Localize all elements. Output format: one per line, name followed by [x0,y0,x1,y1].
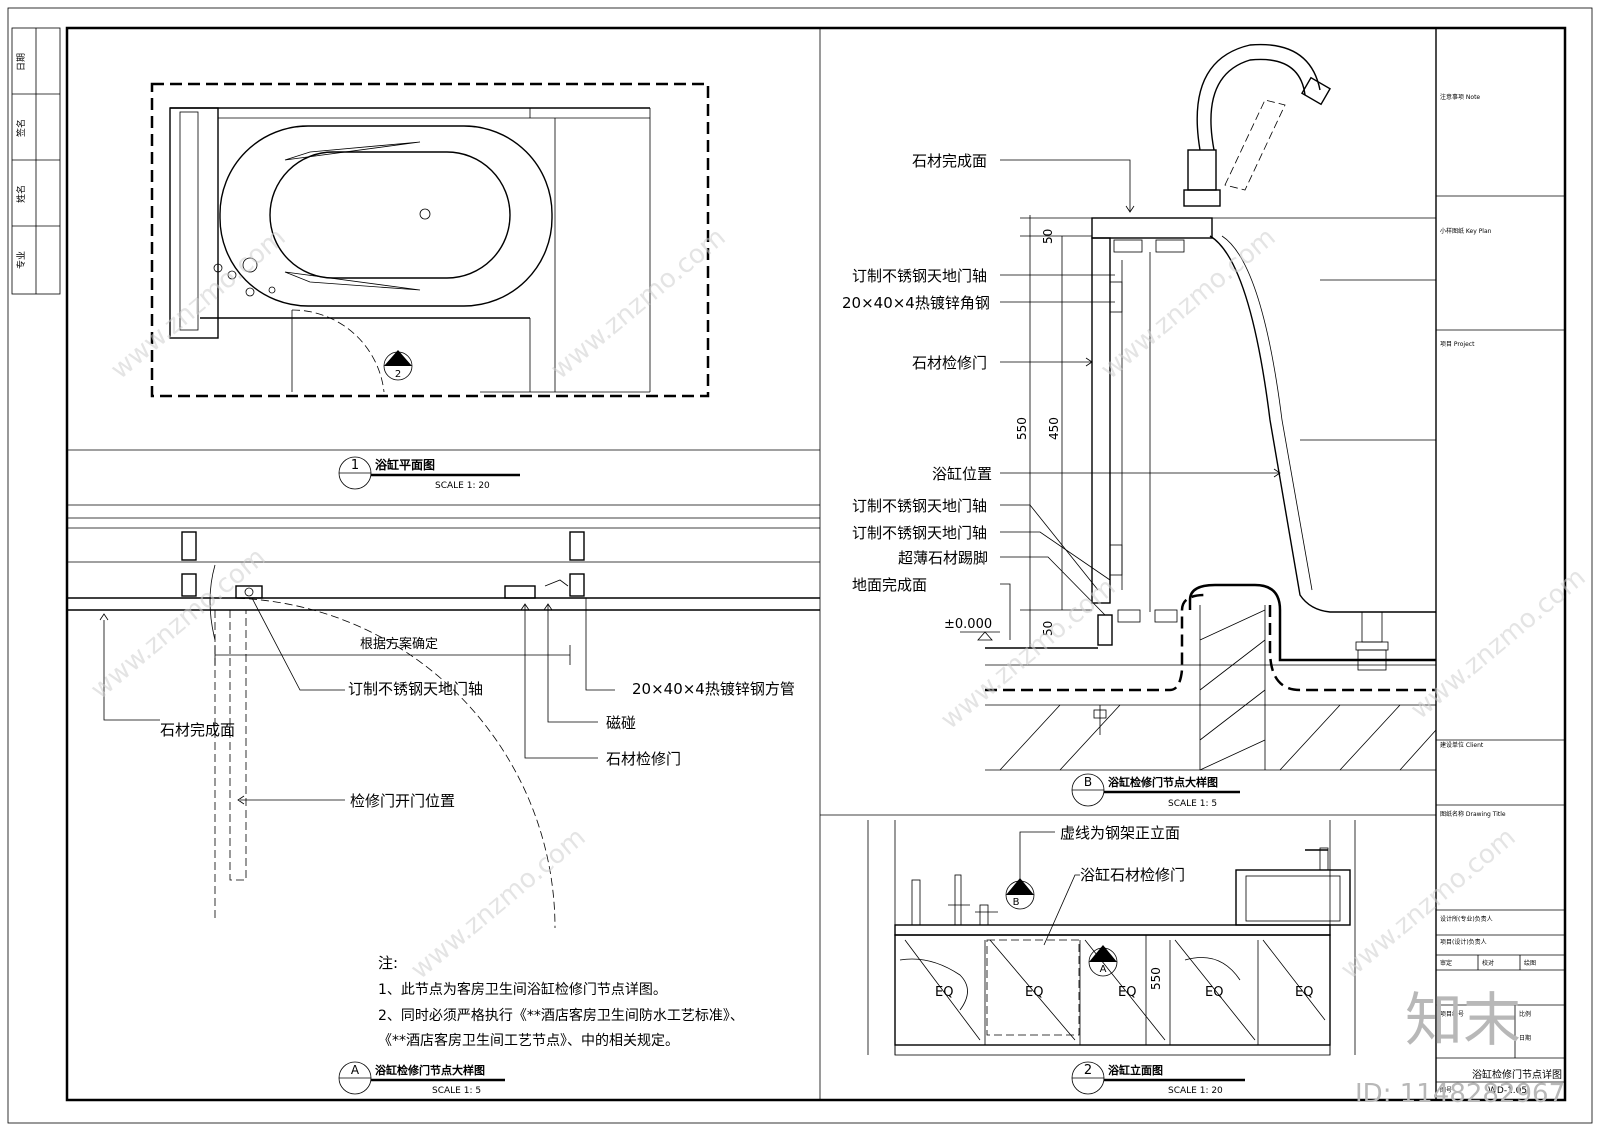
strip-label-date: 日期 [16,53,27,71]
elevation-eq-1: EQ [935,985,953,1000]
detail-a-label-tube: 20×40×4热镀锌钢方管 [632,680,795,698]
detail-a-label-door: 石材检修门 [606,750,681,768]
detail-b-scale: SCALE 1: 5 [1168,799,1217,809]
detail-b-label-hinge-1: 订制不锈钢天地门轴 [852,267,987,285]
plan-dashed-boundary [150,82,710,398]
elevation-title: 浴缸立面图 [1108,1063,1163,1077]
detail-a-label-according: 根据方案确定 [360,636,438,652]
plan-scale: SCALE 1: 20 [435,481,490,491]
tb-scale: 比例 [1519,1010,1531,1018]
tub-inner [269,151,511,279]
detail-a-drawing [67,504,820,929]
detail-a-label-magnet: 磁碰 [606,714,636,732]
elevation-mark-b: B [1013,897,1020,908]
detail-b-bubble: B [1084,775,1092,789]
section-mark-2-label: 2 [395,369,401,380]
detail-b-label-hinge-3: 订制不锈钢天地门轴 [852,524,987,542]
watermark-layer: www.znzmo.com www.znzmo.com www.znzmo.co… [85,222,1591,985]
sheet-border [7,7,1593,1124]
strip-label-sign: 签名 [15,119,27,137]
detail-b-label-hinge-2: 订制不锈钢天地门轴 [852,497,987,515]
watermark-site-2: www.znzmo.com [545,222,731,385]
notes-line-3: 《**酒店客房卫生间工艺节点》、中的相关规定。 [378,1032,679,1049]
detail-b-label-skirting: 超薄石材踢脚 [898,549,988,567]
elevation-label-dashed: 虚线为钢架正立面 [1060,824,1180,842]
elevation-label-door: 浴缸石材检修门 [1080,866,1185,884]
tb-project: 项目 Project [1440,341,1475,348]
tb-drawing-name: 浴缸检修门节点详图 [1472,1068,1562,1081]
tb-drawn: 绘图 [1524,959,1536,967]
detail-a-title-block: A 浴缸检修门节点大样图 SCALE 1: 5 [338,1061,505,1096]
watermark-site-3: www.znzmo.com [85,542,271,705]
detail-a-bubble: A [351,1063,360,1077]
signature-strip: 日期 签名 姓名 专业 [11,27,61,295]
detail-a-title: 浴缸检修门节点大样图 [375,1063,485,1077]
strip-label-discipline: 专业 [15,251,27,269]
drawing-frame [65,26,1567,1102]
detail-b-level: ±0.000 [944,617,992,632]
tub-outer [219,125,553,307]
watermark-brand: 知末 [1405,986,1521,1054]
tb-checked: 校对 [1482,959,1494,967]
elevation-drawing [867,820,1356,1056]
notes-heading: 注: [378,954,398,972]
title-block: 注意事项 Note 小样图纸 Key Plan 项目 Project 建设单位 … [1435,28,1565,1100]
notes-line-2: 2、同时必须严格执行《**酒店客房卫生间防水工艺标准》、 [378,1007,744,1024]
tb-client: 建设单位 Client [1440,741,1484,749]
detail-a-scale: SCALE 1: 5 [432,1086,481,1096]
detail-b-drawing [960,43,1437,771]
detail-b-label-floor: 地面完成面 [852,576,927,594]
tb-note: 注意事项 Note [1440,93,1480,101]
elevation-dim: 550 [1149,967,1163,990]
watermark-id: ID: 1148282967 [1355,1079,1565,1109]
watermark-site-5: www.znzmo.com [1095,222,1281,385]
detail-b-dim-top: 50 [1041,229,1055,244]
elevation-eq-2: EQ [1025,985,1043,1000]
notes-block: 注: 1、此节点为客房卫生间浴缸检修门节点详图。 2、同时必须严格执行《**酒店… [378,954,744,1049]
elevation-eq-4: EQ [1205,985,1223,1000]
elevation-title-block: 2 浴缸立面图 SCALE 1: 20 [1071,1061,1245,1096]
watermark-site-4: www.znzmo.com [405,822,591,985]
elevation-scale: SCALE 1: 20 [1168,1086,1223,1096]
notes-line-1: 1、此节点为客房卫生间浴缸检修门节点详图。 [378,981,667,998]
elevation-mark-a: A [1100,964,1107,975]
detail-a-label-hinge: 订制不锈钢天地门轴 [348,680,483,698]
elevation-eq-3: EQ [1118,985,1136,1000]
tb-project-lead: 项目(设计)负责人 [1440,938,1487,946]
tb-keyplan: 小样图纸 Key Plan [1440,227,1492,235]
tb-approved: 审定 [1440,959,1452,967]
detail-b-title-block: B 浴缸检修门节点大样图 SCALE 1: 5 [1071,773,1240,809]
tb-date: 日期 [1519,1034,1531,1042]
detail-a-label-stone-face: 石材完成面 [160,721,235,739]
plan-bubble-number: 1 [351,458,359,473]
tb-project-no: 项目编号 [1440,1010,1464,1018]
detail-b-title: 浴缸检修门节点大样图 [1108,775,1218,789]
elevation-bubble: 2 [1084,1063,1092,1078]
tb-design-lead: 设计所(专业)负责人 [1440,915,1493,923]
strip-label-name: 姓名 [15,185,27,203]
watermark-site-7: www.znzmo.com [1405,562,1591,725]
detail-a-label-open-position: 检修门开门位置 [350,792,455,810]
plan-title-block: 1 浴缸平面图 SCALE 1: 20 [338,456,520,491]
detail-b-label-door: 石材检修门 [912,354,987,372]
bathtub-plan: 2 [150,82,710,398]
plan-title: 浴缸平面图 [375,457,435,472]
detail-b-label-stone-face: 石材完成面 [912,152,987,170]
detail-b-dim-bottom: 50 [1041,621,1055,636]
detail-b-dim-door: 450 [1047,417,1061,440]
detail-b-label-angle: 20×40×4热镀锌角钢 [842,294,990,312]
detail-b-label-tub-position: 浴缸位置 [932,465,992,483]
tb-drawing-no-label: 图号 [1440,1087,1452,1094]
elevation-eq-5: EQ [1295,985,1313,1000]
detail-b-dim-total: 550 [1015,417,1029,440]
watermark-site-6: www.znzmo.com [935,572,1121,735]
tb-drawing-title: 图纸名称 Drawing Title [1440,810,1506,818]
tb-drawing-no: WD-1.05 [1488,1086,1527,1096]
